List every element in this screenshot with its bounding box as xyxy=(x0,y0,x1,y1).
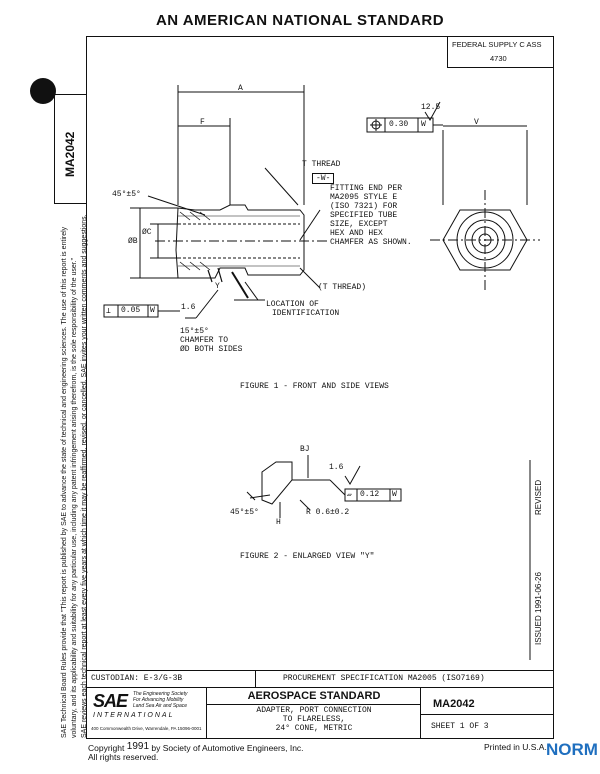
side-finish-label: 12.5 xyxy=(421,103,441,112)
desc-line: TO FLARELESS, xyxy=(282,715,346,724)
figure-1-caption: FIGURE 1 - FRONT AND SIDE VIEWS xyxy=(240,382,389,391)
location-note-line: IDENTIFICATION xyxy=(272,309,340,318)
copyright-text: Copyright xyxy=(88,743,125,753)
custodian-label: CUSTODIAN: E-3/G-3B xyxy=(91,674,183,683)
sae-tagline: The Engineering Society For Advancing Mo… xyxy=(133,691,187,709)
doc-number: MA2042 xyxy=(433,698,475,710)
figure-2-caption: FIGURE 2 - ENLARGED VIEW "Y" xyxy=(240,552,375,561)
federal-supply-box: FEDERAL SUPPLY C ASS 4730 xyxy=(447,37,554,68)
flatness-datum: W xyxy=(392,490,397,499)
fitting-note-line: SPECIFIED TUBE xyxy=(330,211,398,220)
fitting-note-line: CHAMFER AS SHOWN. xyxy=(330,238,412,247)
location-note: LOCATION OF IDENTIFICATION xyxy=(266,300,339,318)
fitting-outline xyxy=(175,204,305,279)
dim-a-label: A xyxy=(238,84,243,93)
location-note-line: LOCATION OF xyxy=(266,300,319,309)
desc-line: 24° CONE, METRIC xyxy=(275,724,353,733)
radius-label: R 0.6±0.2 xyxy=(306,508,350,517)
flatness-tolerance: 0.12 xyxy=(360,490,380,499)
fitting-note-line: MA2095 STYLE E xyxy=(330,193,398,202)
sae-international: INTERNATIONAL xyxy=(93,712,175,719)
dim-c-label: ØC xyxy=(142,228,152,237)
dim-bj-label: BJ xyxy=(300,445,310,454)
watermark-text: NORM xyxy=(546,740,598,759)
titleblock-main: SAE The Engineering Society For Advancin… xyxy=(87,688,553,738)
view-y-label: Y xyxy=(215,282,220,291)
fitting-note-line: HEX AND HEX xyxy=(330,229,383,238)
titleblock-divider xyxy=(87,670,553,671)
sae-logo: SAE xyxy=(93,691,128,711)
sae-logo-block: SAE The Engineering Society For Advancin… xyxy=(87,688,207,738)
fitting-note-line: (ISO 7321) FOR xyxy=(330,202,398,211)
fitting-note-line: SIZE, EXCEPT xyxy=(330,220,388,229)
dim-h-label: H xyxy=(276,518,281,527)
copyright-line: Copyright 1991 by Society of Automotive … xyxy=(88,741,304,753)
federal-supply-value: 4730 xyxy=(490,54,507,63)
binding-hole-icon xyxy=(30,78,56,104)
sae-tag-line: For Advancing Mobility xyxy=(133,697,184,703)
fitting-note: FITTING END PER MA2095 STYLE E (ISO 7321… xyxy=(330,184,412,247)
thread-note: T THREAD xyxy=(302,160,341,169)
titleblock-top-row: CUSTODIAN: E-3/G-3B PROCUREMENT SPECIFIC… xyxy=(87,670,553,688)
procurement-spec: PROCUREMENT SPECIFICATION MA2005 (ISO716… xyxy=(283,674,485,683)
t-thread-label: (T THREAD) xyxy=(318,283,367,292)
perp-tolerance: 0.05 xyxy=(121,306,141,315)
copyright-year: 1991 xyxy=(126,741,150,752)
chamfer-note-line: 15°±5° xyxy=(180,327,209,336)
angle-label: 45°±5° xyxy=(112,190,141,199)
fig2-angle-label: 45°±5° xyxy=(230,508,259,517)
enlarged-profile xyxy=(261,461,293,505)
rights-line: All rights reserved. xyxy=(88,752,159,762)
title-block-desc: AEROSPACE STANDARD ADAPTER, PORT CONNECT… xyxy=(207,688,421,738)
fig2-finish-label: 1.6 xyxy=(329,463,344,472)
thread-datum-box: -W- xyxy=(312,173,335,184)
flatness-symbol: ▱ xyxy=(347,491,352,500)
issued-label: ISSUED 1991-06-26 xyxy=(534,572,543,645)
perp-symbol: ⊥ xyxy=(106,307,111,316)
revised-label: REVISED xyxy=(534,479,543,515)
desc-line: ADAPTER, PORT CONNECTION xyxy=(256,706,372,715)
chamfer-note: 15°±5° CHAMFER TO ØD BOTH SIDES xyxy=(180,327,242,354)
fitting-note-line: FITTING END PER xyxy=(330,184,403,193)
position-tolerance: 0.30 xyxy=(389,120,409,129)
dim-f-label: F xyxy=(200,118,205,127)
sae-address: 400 Commonwealth Drive, Warrendale, PA 1… xyxy=(91,726,202,731)
dim-v-label: V xyxy=(474,118,479,127)
copyright-owner: by Society of Automotive Engineers, Inc. xyxy=(151,743,304,753)
federal-supply-label: FEDERAL SUPPLY C ASS xyxy=(452,40,542,49)
sae-tag-line: The Engineering Society xyxy=(133,691,188,697)
perp-datum: W xyxy=(150,306,155,315)
sheet-label: SHEET 1 OF 3 xyxy=(431,722,489,731)
position-datum: W xyxy=(421,120,426,129)
sae-tag-line: Land Sea Air and Space xyxy=(133,703,188,709)
chamfer-note-line: ØD BOTH SIDES xyxy=(180,345,243,354)
chamfer-note-line: CHAMFER TO xyxy=(180,336,229,345)
side-id-box xyxy=(54,94,86,204)
dim-b-label: ØB xyxy=(128,237,138,246)
page-heading: AN AMERICAN NATIONAL STANDARD xyxy=(155,12,445,29)
standard-title: AEROSPACE STANDARD xyxy=(247,690,381,702)
doc-number-block: MA2042 SHEET 1 OF 3 xyxy=(421,688,553,738)
finish-label: 1.6 xyxy=(181,303,196,312)
drawing-frame xyxy=(86,36,554,739)
printed-line: Printed in U.S.A. xyxy=(484,742,547,752)
